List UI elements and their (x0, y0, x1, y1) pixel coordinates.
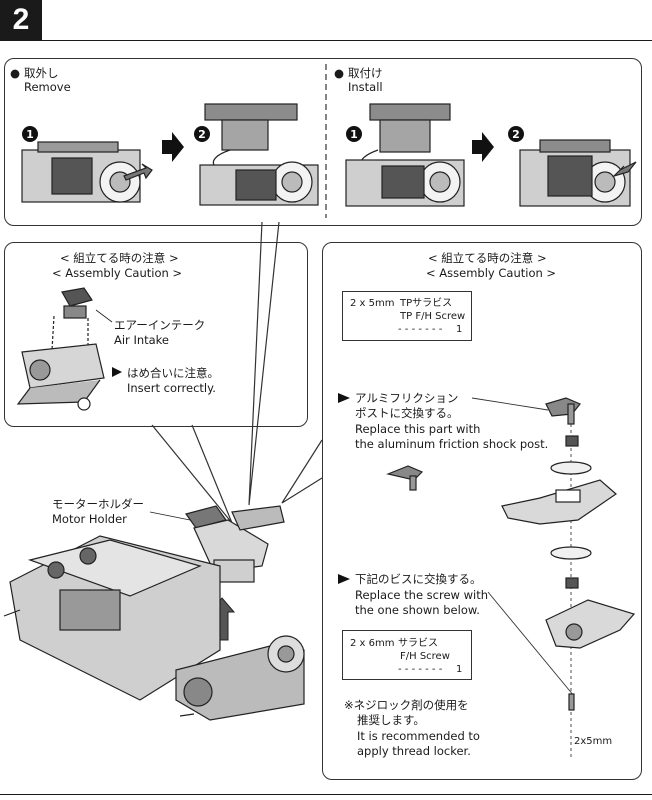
screw-2x5mm-label: 2x5mm (574, 736, 613, 747)
left-caution-title-en: < Assembly Caution > (52, 266, 183, 280)
right-pointer-aluminum (338, 393, 350, 403)
screw1-name-en: TP F/H Screw (400, 311, 466, 322)
aluminum-note-jp1: アルミフリクション (355, 391, 459, 405)
install-step-2-marker: 2 (508, 126, 524, 142)
screw-spec-box-1 (342, 291, 472, 341)
right-pointer-screw (338, 574, 350, 584)
aluminum-note-en1: Replace this part with (355, 422, 481, 436)
remove-label-en: Remove (24, 80, 71, 94)
thread-locker-jp2: 推奨します。 (357, 713, 425, 727)
screw-spec-box-2 (342, 630, 472, 680)
install-label-jp: 取付け (348, 66, 383, 80)
header-rule (0, 40, 652, 41)
screw2-name-en: F/H Screw (400, 651, 450, 662)
chassis-illustration (3, 535, 305, 721)
screw1-qty: 1 (456, 324, 463, 335)
remove-step-2-marker: 2 (194, 126, 210, 142)
screw1-name-jp: TPサラビス (400, 298, 453, 309)
callout-wedge-right (281, 439, 323, 504)
right-caution-title-jp: < 組立てる時の注意 > (428, 251, 547, 265)
replace-note-en1: Replace the screw with (355, 588, 488, 602)
insert-note-en: Insert correctly. (127, 381, 216, 395)
remove-arrow (162, 132, 184, 162)
aluminum-note-jp2: ポストに交換する。 (355, 406, 459, 420)
air-intake-illustration (16, 287, 113, 411)
remove-step-1-marker: 1 (22, 126, 38, 142)
left-caution-title-jp: < 組立てる時の注意 > (60, 251, 179, 265)
thread-locker-jp1: ※ネジロック剤の使用を (344, 698, 469, 712)
shock-tower-exploded (385, 397, 636, 760)
install-arrow (472, 132, 494, 162)
remove-bullet: ● (10, 66, 21, 80)
remove-step1-illustration (21, 141, 153, 203)
insert-note-jp: はめ合いに注意。 (127, 366, 219, 380)
air-intake-label-en: Air Intake (114, 333, 170, 347)
aluminum-note-en2: the aluminum friction shock post. (355, 437, 549, 451)
screw2-size: 2 x 6mm (350, 638, 395, 649)
install-step1-illustration (345, 103, 465, 207)
leader-screw (487, 591, 575, 697)
right-caution-title-en: < Assembly Caution > (426, 266, 557, 280)
install-bullet: ● (334, 66, 345, 80)
motor-holder-label-en: Motor Holder (52, 512, 127, 526)
screw1-size: 2 x 5mm (350, 298, 395, 309)
leader-aluminum (471, 397, 549, 411)
step-number-badge: 2 (0, 0, 42, 40)
air-intake-label-jp: エアーインテーク (114, 318, 206, 332)
callout-wedge-left (151, 424, 233, 524)
remove-label-jp: 取外し (24, 66, 59, 80)
motor-holder-label-jp: モーターホルダー (52, 497, 144, 511)
install-step2-illustration (519, 139, 637, 207)
callout-wedge-top (248, 221, 280, 506)
motor-holder-illustration (149, 505, 285, 583)
thread-locker-en1: It is recommended to (357, 729, 480, 743)
left-pointer-marker (112, 367, 122, 377)
screw2-qty-dash: - - - - - - - (398, 664, 443, 675)
screw2-name-jp: サラビス (398, 638, 438, 649)
install-step-1-marker: 1 (346, 126, 362, 142)
remove-step2-illustration (199, 103, 319, 206)
replace-note-en2: the one shown below. (355, 603, 480, 617)
screw1-qty-dash: - - - - - - - (398, 324, 443, 335)
footer-rule (0, 794, 652, 795)
screw2-qty: 1 (456, 664, 463, 675)
replace-note-jp: 下記のビスに交換する。 (355, 572, 482, 586)
install-label-en: Install (348, 80, 383, 94)
thread-locker-en2: apply thread locker. (357, 744, 471, 758)
